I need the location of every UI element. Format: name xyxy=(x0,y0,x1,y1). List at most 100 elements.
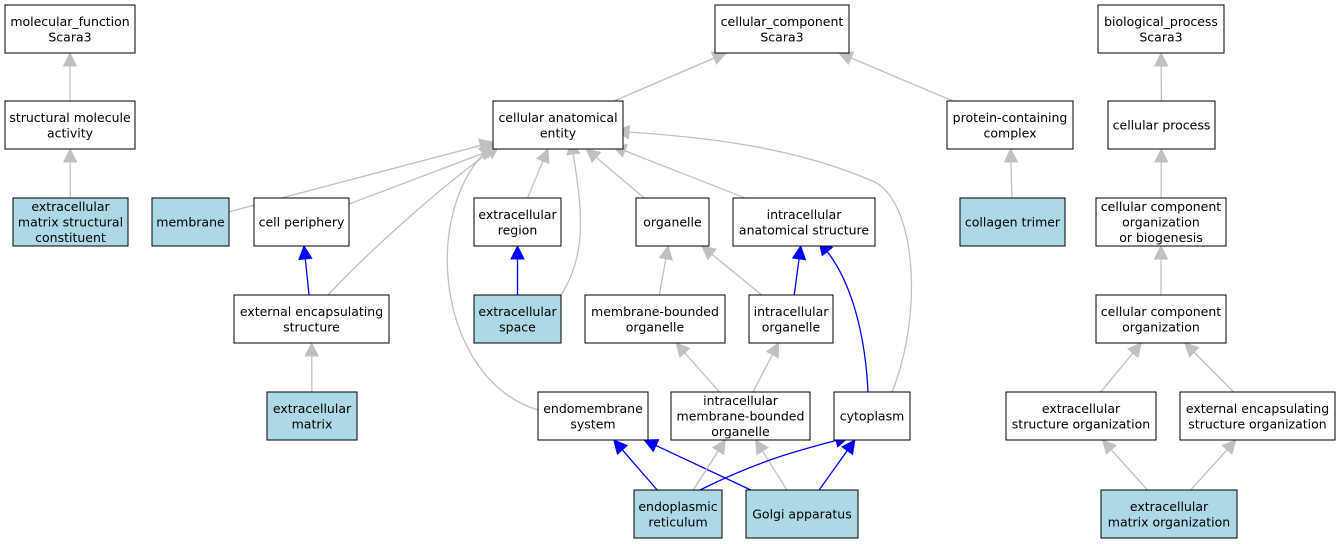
node-label: extracellular xyxy=(1042,401,1121,416)
node-box xyxy=(473,294,562,344)
edge-eso-to-cco xyxy=(1100,342,1142,393)
edge-sma-to-mf xyxy=(62,51,78,101)
node-golgi[interactable]: Golgi apparatus xyxy=(745,489,859,539)
node-label: extracellular xyxy=(478,207,557,222)
node-label: Scara3 xyxy=(48,29,91,44)
node-label: cellular_component xyxy=(721,14,844,29)
edge-line xyxy=(849,57,954,102)
node-cellper[interactable]: cell periphery xyxy=(253,197,350,247)
edge-io-to-ias xyxy=(791,244,807,296)
edge-ias-to-cae xyxy=(611,144,746,199)
node-label: structure organization xyxy=(1188,416,1326,431)
edge-imbo-to-mbo xyxy=(675,342,720,393)
node-collagen[interactable]: collagen trimer xyxy=(959,197,1066,247)
node-organelle[interactable]: organelle xyxy=(635,197,710,247)
edge-ccob-to-cp xyxy=(1153,147,1169,199)
node-label: anatomical structure xyxy=(739,222,869,237)
edge-ecregion-to-cae xyxy=(526,147,550,199)
node-cyto[interactable]: cytoplasm xyxy=(833,391,911,441)
edge-line xyxy=(446,151,539,411)
arrowhead-icon xyxy=(298,244,313,261)
edge-ecs-to-cellper xyxy=(298,244,313,296)
node-label: organization xyxy=(1122,319,1200,334)
edge-ecmsc-to-sma xyxy=(62,147,78,199)
node-label: membrane xyxy=(156,215,225,230)
node-label: collagen trimer xyxy=(965,215,1061,230)
arrowhead-icon xyxy=(536,147,550,165)
arrowhead-icon xyxy=(1126,342,1142,359)
node-membrane[interactable]: membrane xyxy=(151,197,230,247)
node-box xyxy=(537,391,649,441)
node-label: membrane-bounded xyxy=(677,409,805,424)
edge-er-to-endo xyxy=(613,439,658,491)
edge-line xyxy=(560,151,582,296)
edge-line xyxy=(654,444,752,491)
node-box xyxy=(12,197,129,247)
edge-line xyxy=(752,353,774,393)
node-box xyxy=(714,4,850,54)
arrowhead-icon xyxy=(675,342,691,358)
node-box xyxy=(833,391,911,441)
node-box xyxy=(1100,489,1238,539)
node-box xyxy=(4,100,136,150)
node-box xyxy=(1107,100,1216,150)
node-label: organelle xyxy=(762,319,821,334)
node-label: organization xyxy=(1122,215,1200,230)
node-label: intracellular xyxy=(767,207,843,222)
node-label: matrix organization xyxy=(1108,514,1230,529)
node-box xyxy=(1095,197,1227,247)
node-box xyxy=(959,197,1066,247)
node-label: extracellular xyxy=(478,304,557,319)
edge-eeso-to-cco xyxy=(1184,342,1235,393)
edge-line xyxy=(761,449,788,491)
arrowhead-icon xyxy=(791,244,807,261)
edge-ecmo-to-eso xyxy=(1101,439,1148,491)
arrowhead-icon xyxy=(1153,51,1169,67)
edge-er-to-imbo xyxy=(692,439,726,491)
node-label: extracellular xyxy=(1130,499,1209,514)
edge-line xyxy=(327,151,491,296)
edge-endo-to-cae xyxy=(446,143,539,411)
edge-io-to-organelle xyxy=(700,245,763,296)
node-label: system xyxy=(570,416,615,431)
edge-line xyxy=(1192,351,1235,393)
node-label: Scara3 xyxy=(1139,29,1182,44)
arrowhead-icon xyxy=(841,439,856,456)
edge-collagen-to-pcc xyxy=(1003,147,1019,199)
node-label: cellular process xyxy=(1113,118,1211,133)
edge-line xyxy=(1100,351,1135,393)
node-cp[interactable]: cellular process xyxy=(1107,100,1216,150)
node-box xyxy=(635,197,710,247)
edge-line xyxy=(692,449,720,491)
node-label: external encapsulating xyxy=(1186,401,1329,416)
edge-imbo-to-io xyxy=(752,342,780,393)
node-box xyxy=(151,197,230,247)
node-label: cell periphery xyxy=(259,215,345,230)
edge-line xyxy=(1110,448,1148,491)
edge-cp-to-bp xyxy=(1153,51,1169,102)
node-box xyxy=(748,294,834,344)
